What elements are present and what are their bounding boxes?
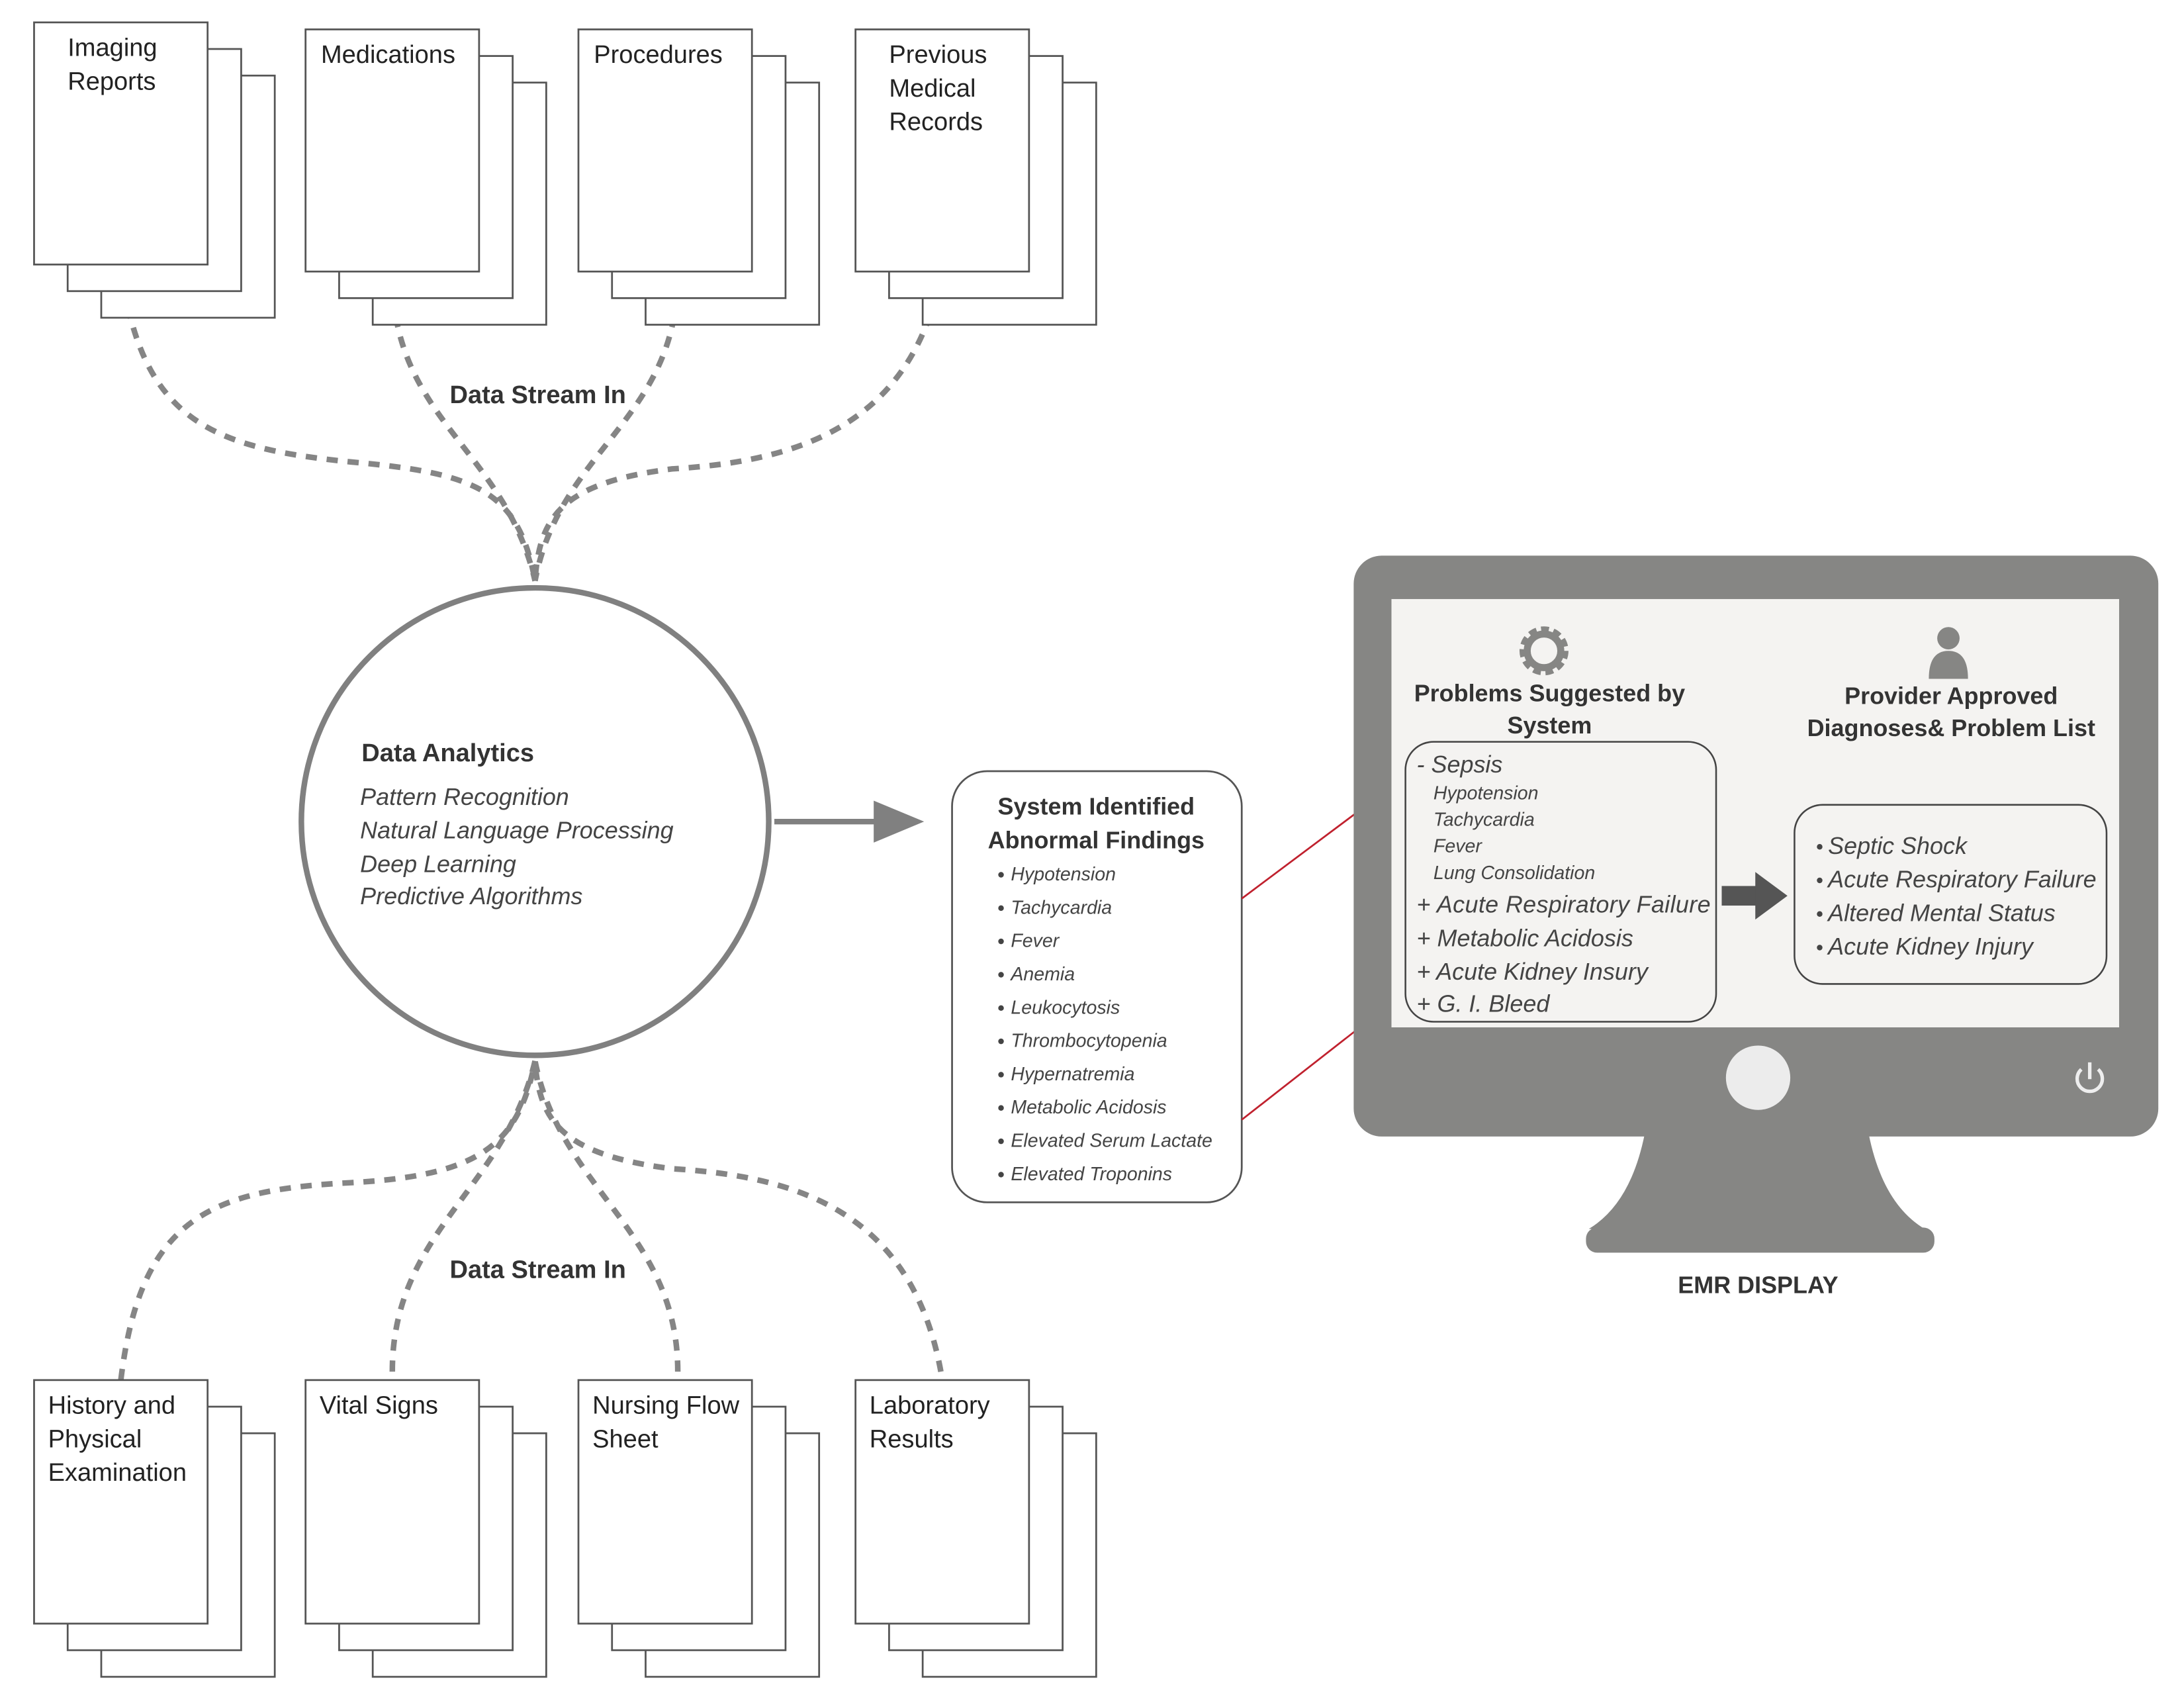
bullet-icon — [998, 938, 1004, 945]
analytics-item: Deep Learning — [360, 850, 516, 877]
bullet-icon — [1817, 911, 1823, 917]
bullet-icon — [998, 1005, 1004, 1011]
document-page — [854, 1379, 1030, 1625]
document-page — [854, 28, 1030, 273]
document-label: Imaging — [68, 34, 157, 62]
analytics-item: Pattern Recognition — [360, 783, 569, 810]
approved-item: Acute Respiratory Failure — [1827, 866, 2096, 893]
document-label: Previous — [889, 41, 987, 69]
document-page — [33, 21, 209, 266]
document-label: Records — [889, 109, 983, 136]
person-icon — [1929, 627, 1968, 679]
problem-toggle[interactable]: + Acute Respiratory Failure — [1417, 891, 1711, 918]
problem-toggle[interactable]: + Metabolic Acidosis — [1417, 924, 1633, 951]
data-stream-bottom — [118, 1060, 944, 1381]
finding-item: Elevated Troponins — [1011, 1164, 1172, 1185]
bullet-icon — [998, 1038, 1004, 1045]
bullet-icon — [998, 1172, 1004, 1178]
bullet-icon — [998, 905, 1004, 912]
document-page — [577, 28, 753, 273]
sepsis-finding: Hypotension — [1433, 782, 1539, 804]
document-label: Examination — [48, 1459, 187, 1487]
document-stack: Medications — [304, 28, 547, 326]
suggested-title: Problems Suggested by — [1414, 679, 1685, 706]
suggested-title: System — [1507, 712, 1592, 739]
approved-title: Provider Approved — [1844, 682, 2058, 710]
approved-item: Septic Shock — [1828, 832, 1968, 859]
approve-arrow-icon[interactable] — [1721, 872, 1788, 920]
document-label: Medical — [889, 75, 976, 103]
analytics-item: Predictive Algorithms — [360, 882, 582, 910]
document-label: Laboratory — [870, 1392, 990, 1420]
sepsis-finding: Tachycardia — [1433, 810, 1535, 831]
document-label: Nursing Flow — [592, 1392, 740, 1420]
finding-item: Tachycardia — [1011, 897, 1112, 918]
finding-item: Metabolic Acidosis — [1011, 1097, 1166, 1118]
analytics-item: Natural Language Processing — [360, 817, 674, 844]
approved-item: Acute Kidney Injury — [1827, 933, 2034, 960]
problem-toggle[interactable]: + G. I. Bleed — [1417, 990, 1551, 1017]
finding-item: Thrombocytopenia — [1011, 1031, 1167, 1052]
power-icon[interactable] — [2075, 1062, 2105, 1094]
data-analytics-node: Data Analytics Pattern Recognition Natur… — [298, 585, 772, 1058]
document-label: Physical — [48, 1425, 142, 1453]
bullet-icon — [998, 972, 1004, 978]
bullet-icon — [1817, 945, 1823, 951]
document-page — [577, 1379, 753, 1625]
document-stack: Procedures — [577, 28, 821, 326]
sepsis-finding: Lung Consolidation — [1433, 863, 1595, 884]
suggested-problems-panel: - Sepsis Hypotension Tachycardia Fever L… — [1404, 741, 1717, 1023]
bullet-icon — [998, 1138, 1004, 1145]
problem-sepsis-toggle[interactable]: - Sepsis — [1417, 751, 1503, 778]
finding-item: Hypotension — [1011, 864, 1116, 885]
bullet-icon — [998, 1105, 1004, 1111]
document-page — [304, 28, 480, 273]
finding-item: Anemia — [1009, 964, 1075, 985]
finding-item: Hypernatremia — [1011, 1064, 1134, 1085]
document-label: Vital Signs — [320, 1392, 438, 1420]
analytics-title: Data Analytics — [361, 739, 534, 767]
document-page — [33, 1379, 209, 1625]
findings-title: System Identified — [998, 793, 1195, 820]
document-label: Medications — [321, 41, 455, 69]
bullet-icon — [998, 1072, 1004, 1078]
document-label: Procedures — [594, 41, 723, 69]
findings-panel: System Identified Abnormal Findings Hypo… — [951, 770, 1243, 1203]
document-label: History and — [48, 1392, 175, 1420]
sepsis-finding: Fever — [1433, 836, 1482, 857]
bullet-icon — [998, 872, 1004, 878]
stream-top-label: Data Stream In — [449, 381, 625, 409]
document-page — [304, 1379, 480, 1625]
finding-item: Elevated Serum Lactate — [1011, 1131, 1212, 1152]
arrow-to-findings — [774, 800, 925, 843]
document-label: Reports — [68, 68, 156, 95]
document-label: Results — [870, 1425, 954, 1453]
findings-title: Abnormal Findings — [988, 826, 1205, 853]
document-stack: Vital Signs — [304, 1379, 547, 1678]
approved-title: Diagnoses& Problem List — [1807, 714, 2095, 741]
home-button[interactable] — [1725, 1045, 1791, 1110]
document-label: Sheet — [592, 1425, 659, 1453]
data-stream-top — [118, 265, 944, 582]
stream-bottom-label: Data Stream In — [449, 1256, 625, 1284]
bullet-icon — [1817, 844, 1823, 850]
problem-toggle[interactable]: + Acute Kidney Insury — [1417, 958, 1649, 985]
finding-item: Leukocytosis — [1011, 997, 1120, 1018]
gear-icon — [1519, 626, 1569, 676]
finding-item: Fever — [1011, 931, 1060, 952]
approved-item: Altered Mental Status — [1827, 899, 2056, 926]
bullet-icon — [1817, 877, 1823, 884]
emr-display-label: EMR DISPLAY — [1678, 1272, 1838, 1299]
